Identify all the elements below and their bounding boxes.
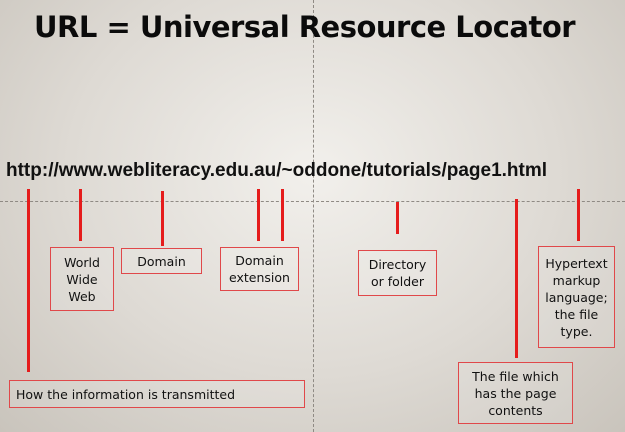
protocol-connector [27, 189, 30, 372]
url-example: http://www.webliteracy.edu.au/~oddone/tu… [6, 160, 548, 181]
filetype-connector [577, 189, 580, 241]
page-title: URL = Universal Resource Locator [34, 10, 576, 44]
file-label: The file which has the page contents [458, 362, 573, 424]
vertical-guide-line [313, 0, 314, 432]
www-label: World Wide Web [50, 247, 114, 311]
horizontal-guide-line [0, 201, 625, 202]
file-connector [515, 199, 518, 358]
file-type-label: Hypertext markup language; the file type… [538, 246, 615, 348]
www-connector [79, 189, 82, 241]
directory-connector [396, 202, 399, 234]
domain-connector [161, 191, 164, 246]
domain-label: Domain [121, 248, 202, 274]
extension-connector-edu [257, 189, 260, 241]
domain-extension-label: Domain extension [220, 247, 299, 291]
directory-label: Directory or folder [358, 250, 437, 296]
protocol-label: How the information is transmitted [9, 380, 305, 408]
extension-connector-au [281, 189, 284, 241]
